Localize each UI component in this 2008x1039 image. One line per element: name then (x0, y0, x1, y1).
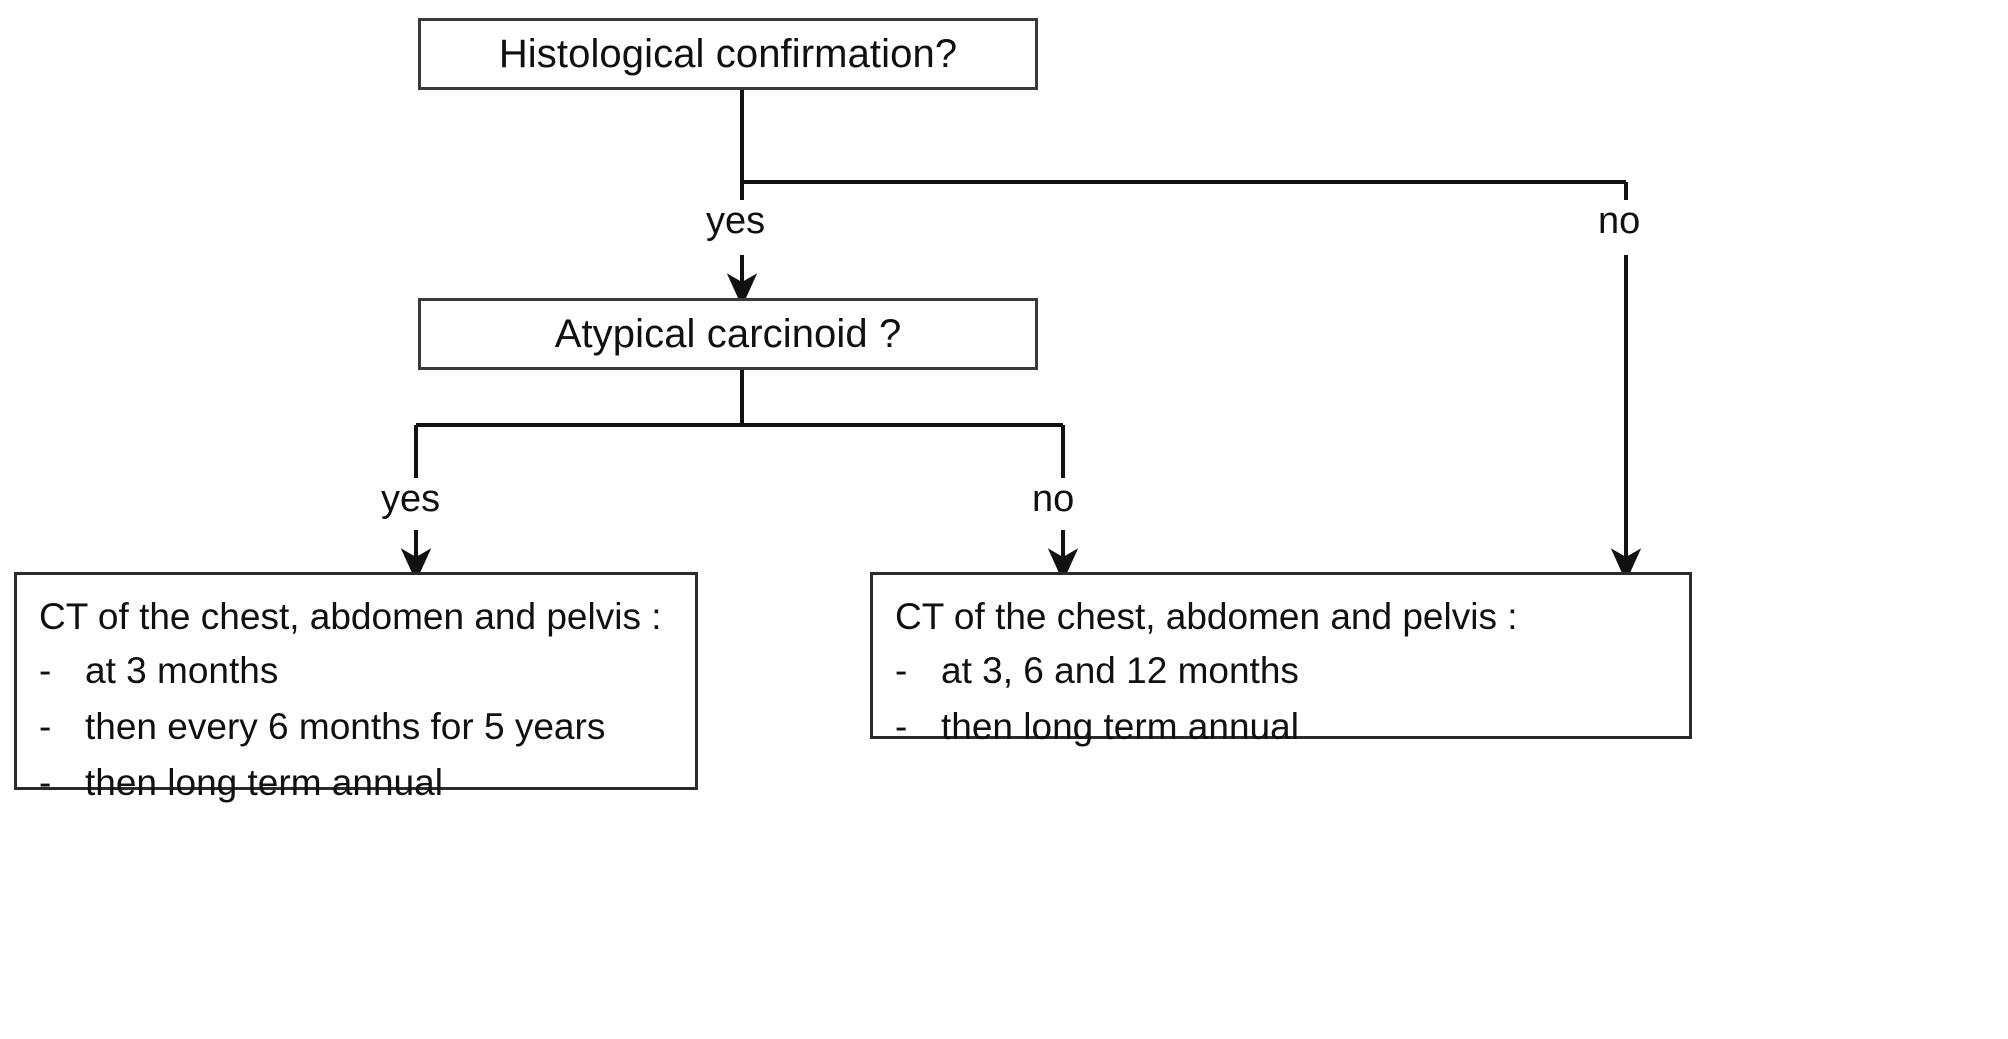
edge-label-d1-yes: yes (706, 200, 766, 242)
node-histological-confirmation-label: Histological confirmation? (498, 32, 958, 76)
edge-label-d1-no: no (1598, 200, 1641, 242)
outcome-typical-heading: CT of the chest, abdomen and pelvis : (895, 596, 1518, 637)
outcome-atypical-heading: CT of the chest, abdomen and pelvis : (39, 596, 662, 637)
bullet-text: at 3 months (85, 649, 279, 691)
list-item: - then every 6 months for 5 years (39, 705, 675, 749)
node-histological-confirmation[interactable]: Histological confirmation? (418, 18, 1038, 90)
bullet-text: at 3, 6 and 12 months (941, 649, 1299, 691)
node-atypical-carcinoid[interactable]: Atypical carcinoid ? (418, 298, 1038, 370)
edge-label-d2-no: no (1032, 478, 1075, 520)
node-outcome-atypical[interactable]: CT of the chest, abdomen and pelvis : - … (14, 572, 698, 803)
node-outcome-typical[interactable]: CT of the chest, abdomen and pelvis : - … (870, 572, 1692, 747)
bullet-marker: - (39, 762, 52, 804)
node-atypical-carcinoid-label: Atypical carcinoid ? (554, 312, 902, 356)
bullet-marker: - (39, 649, 52, 691)
bullet-text: then long term annual (941, 706, 1299, 748)
list-item: - then long term annual (39, 761, 675, 805)
bullet-text: then long term annual (85, 762, 443, 804)
list-item: - at 3 months (39, 649, 675, 693)
list-item: - then long term annual (895, 705, 1669, 749)
bullet-text: then every 6 months for 5 years (85, 706, 606, 748)
bullet-marker: - (895, 649, 908, 691)
list-item: - at 3, 6 and 12 months (895, 649, 1669, 693)
bullet-marker: - (39, 706, 52, 748)
bullet-marker: - (895, 706, 908, 748)
edge-label-d2-yes: yes (381, 478, 441, 520)
